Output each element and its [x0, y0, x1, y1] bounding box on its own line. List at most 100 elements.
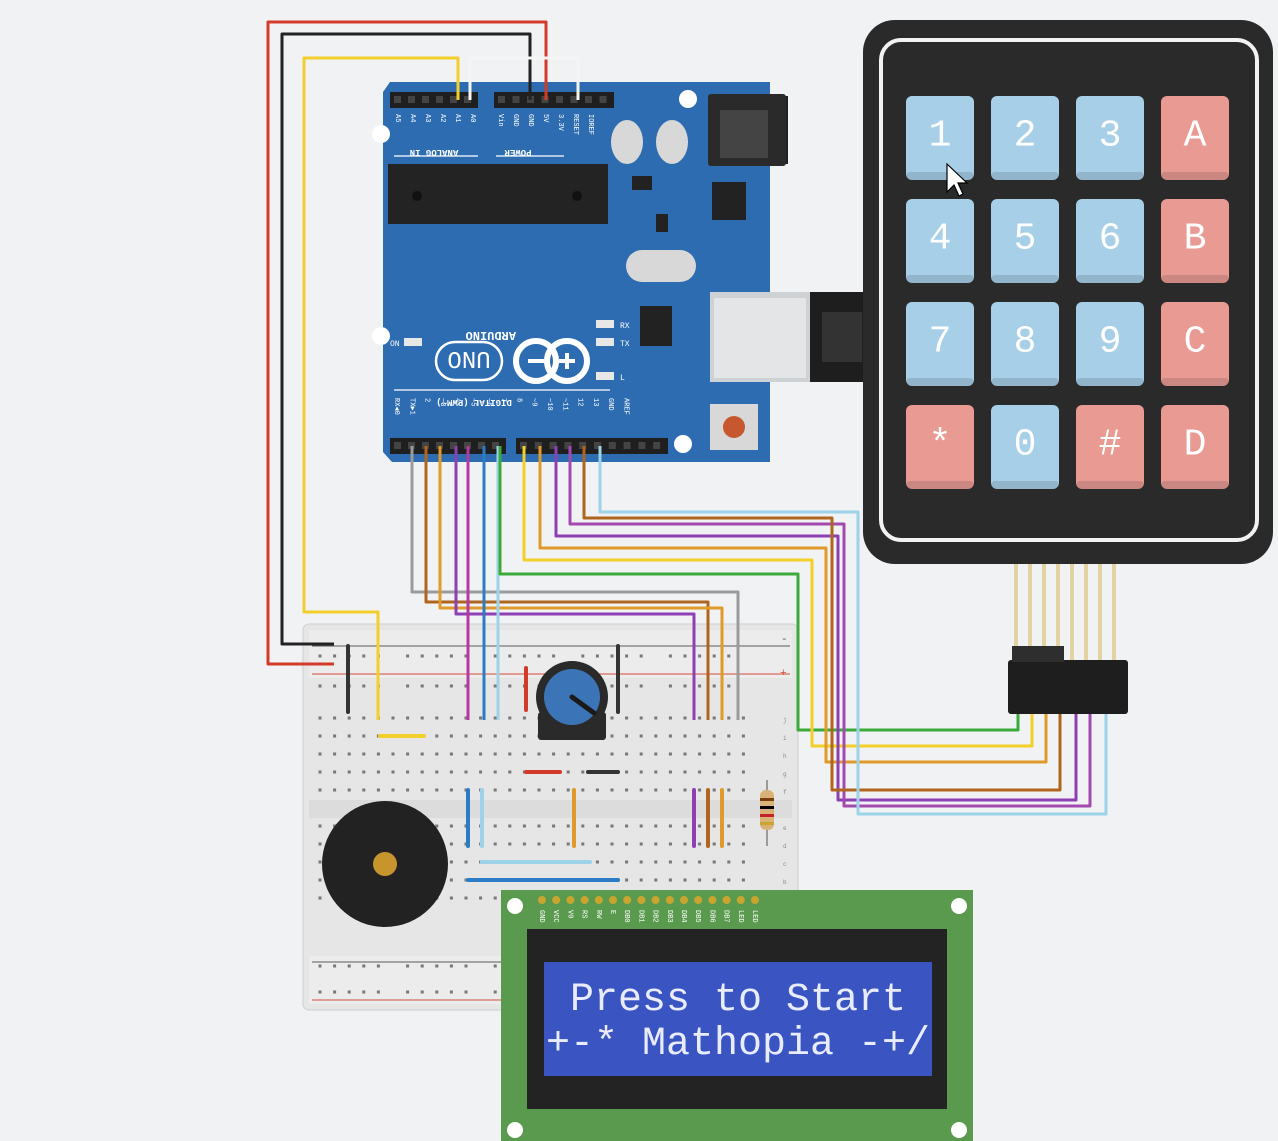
lcd-pin[interactable] [708, 896, 717, 904]
keypad-key-6[interactable]: 6 [1076, 199, 1144, 283]
bb-hole[interactable] [420, 752, 424, 756]
bb-hole[interactable] [435, 734, 439, 738]
bb-hole[interactable] [639, 684, 643, 688]
bb-hole[interactable] [712, 770, 716, 774]
bb-hole[interactable] [347, 788, 351, 792]
bb-hole[interactable] [420, 788, 424, 792]
bb-hole[interactable] [683, 752, 687, 756]
bb-hole[interactable] [362, 990, 366, 994]
bb-hole[interactable] [712, 788, 716, 792]
bb-hole[interactable] [552, 654, 556, 658]
bb-hole[interactable] [654, 842, 658, 846]
bb-hole[interactable] [347, 990, 351, 994]
bb-hole[interactable] [508, 770, 512, 774]
keypad-key-star[interactable]: * [906, 405, 974, 489]
bb-hole[interactable] [347, 734, 351, 738]
bb-hole[interactable] [406, 990, 410, 994]
bb-hole[interactable] [318, 716, 322, 720]
keypad-key-0[interactable]: 0 [991, 405, 1059, 489]
bb-hole[interactable] [435, 684, 439, 688]
keypad-key-hash[interactable]: # [1076, 405, 1144, 489]
bb-hole[interactable] [727, 734, 731, 738]
bb-hole[interactable] [318, 654, 322, 658]
bb-hole[interactable] [347, 752, 351, 756]
wire-red-5v[interactable] [266, 20, 548, 666]
bb-hole[interactable] [595, 860, 599, 864]
arduino-uno-board[interactable]: TX RX L ON ARDUINO UNO ANALOG IN POWER D… [372, 82, 864, 462]
bb-hole[interactable] [625, 860, 629, 864]
wire-orange-d4[interactable] [438, 446, 724, 720]
bb-hole[interactable] [508, 734, 512, 738]
bb-hole[interactable] [639, 860, 643, 864]
bb-hole[interactable] [508, 654, 512, 658]
bb-hole[interactable] [639, 842, 643, 846]
keypad-key-3[interactable]: 3 [1076, 96, 1144, 180]
bb-hole[interactable] [464, 964, 468, 968]
bb-hole[interactable] [420, 716, 424, 720]
wires[interactable] [266, 20, 1108, 816]
potentiometer[interactable] [536, 661, 608, 740]
bb-hole[interactable] [522, 824, 526, 828]
bb-hole[interactable] [464, 654, 468, 658]
bb-hole[interactable] [552, 752, 556, 756]
bb-hole[interactable] [333, 770, 337, 774]
bb-hole[interactable] [668, 752, 672, 756]
bb-hole[interactable] [406, 684, 410, 688]
bb-hole[interactable] [376, 770, 380, 774]
bb-hole[interactable] [493, 990, 497, 994]
bb-hole[interactable] [362, 654, 366, 658]
bb-hole[interactable] [406, 752, 410, 756]
bb-hole[interactable] [698, 654, 702, 658]
bb-hole[interactable] [479, 896, 483, 900]
bb-hole[interactable] [566, 788, 570, 792]
bb-hole[interactable] [625, 842, 629, 846]
wire-brown-d12[interactable] [582, 446, 1062, 792]
bb-hole[interactable] [625, 770, 629, 774]
bb-hole[interactable] [654, 878, 658, 882]
bb-hole[interactable] [318, 896, 322, 900]
bb-hole[interactable] [552, 824, 556, 828]
bb-hole[interactable] [625, 716, 629, 720]
bb-hole[interactable] [581, 770, 585, 774]
bb-hole[interactable] [566, 770, 570, 774]
bb-hole[interactable] [362, 684, 366, 688]
bb-hole[interactable] [406, 716, 410, 720]
bb-hole[interactable] [741, 734, 745, 738]
lcd-pin[interactable] [722, 896, 731, 904]
wire-green-d8[interactable] [498, 446, 1020, 732]
bb-hole[interactable] [464, 752, 468, 756]
bb-hole[interactable] [435, 654, 439, 658]
bb-hole[interactable] [683, 788, 687, 792]
bb-hole[interactable] [479, 752, 483, 756]
bb-hole[interactable] [318, 964, 322, 968]
bb-hole[interactable] [698, 770, 702, 774]
bb-hole[interactable] [493, 654, 497, 658]
bb-hole[interactable] [522, 788, 526, 792]
bb-hole[interactable] [449, 752, 453, 756]
bb-hole[interactable] [741, 824, 745, 828]
bb-hole[interactable] [741, 716, 745, 720]
bb-hole[interactable] [683, 734, 687, 738]
bb-hole[interactable] [406, 788, 410, 792]
wire-white-power[interactable] [468, 56, 580, 100]
bb-hole[interactable] [537, 824, 541, 828]
bb-hole[interactable] [406, 964, 410, 968]
keypad-key-c[interactable]: C [1161, 302, 1229, 386]
bb-hole[interactable] [333, 824, 337, 828]
bb-hole[interactable] [420, 770, 424, 774]
lcd-pin[interactable] [736, 896, 745, 904]
keypad-key-4[interactable]: 4 [906, 199, 974, 283]
bb-hole[interactable] [712, 752, 716, 756]
bb-hole[interactable] [376, 788, 380, 792]
bb-hole[interactable] [668, 878, 672, 882]
bb-hole[interactable] [595, 654, 599, 658]
bb-hole[interactable] [318, 752, 322, 756]
bb-hole[interactable] [318, 842, 322, 846]
bb-hole[interactable] [639, 654, 643, 658]
bb-hole[interactable] [479, 716, 483, 720]
bb-hole[interactable] [595, 824, 599, 828]
bb-hole[interactable] [581, 824, 585, 828]
